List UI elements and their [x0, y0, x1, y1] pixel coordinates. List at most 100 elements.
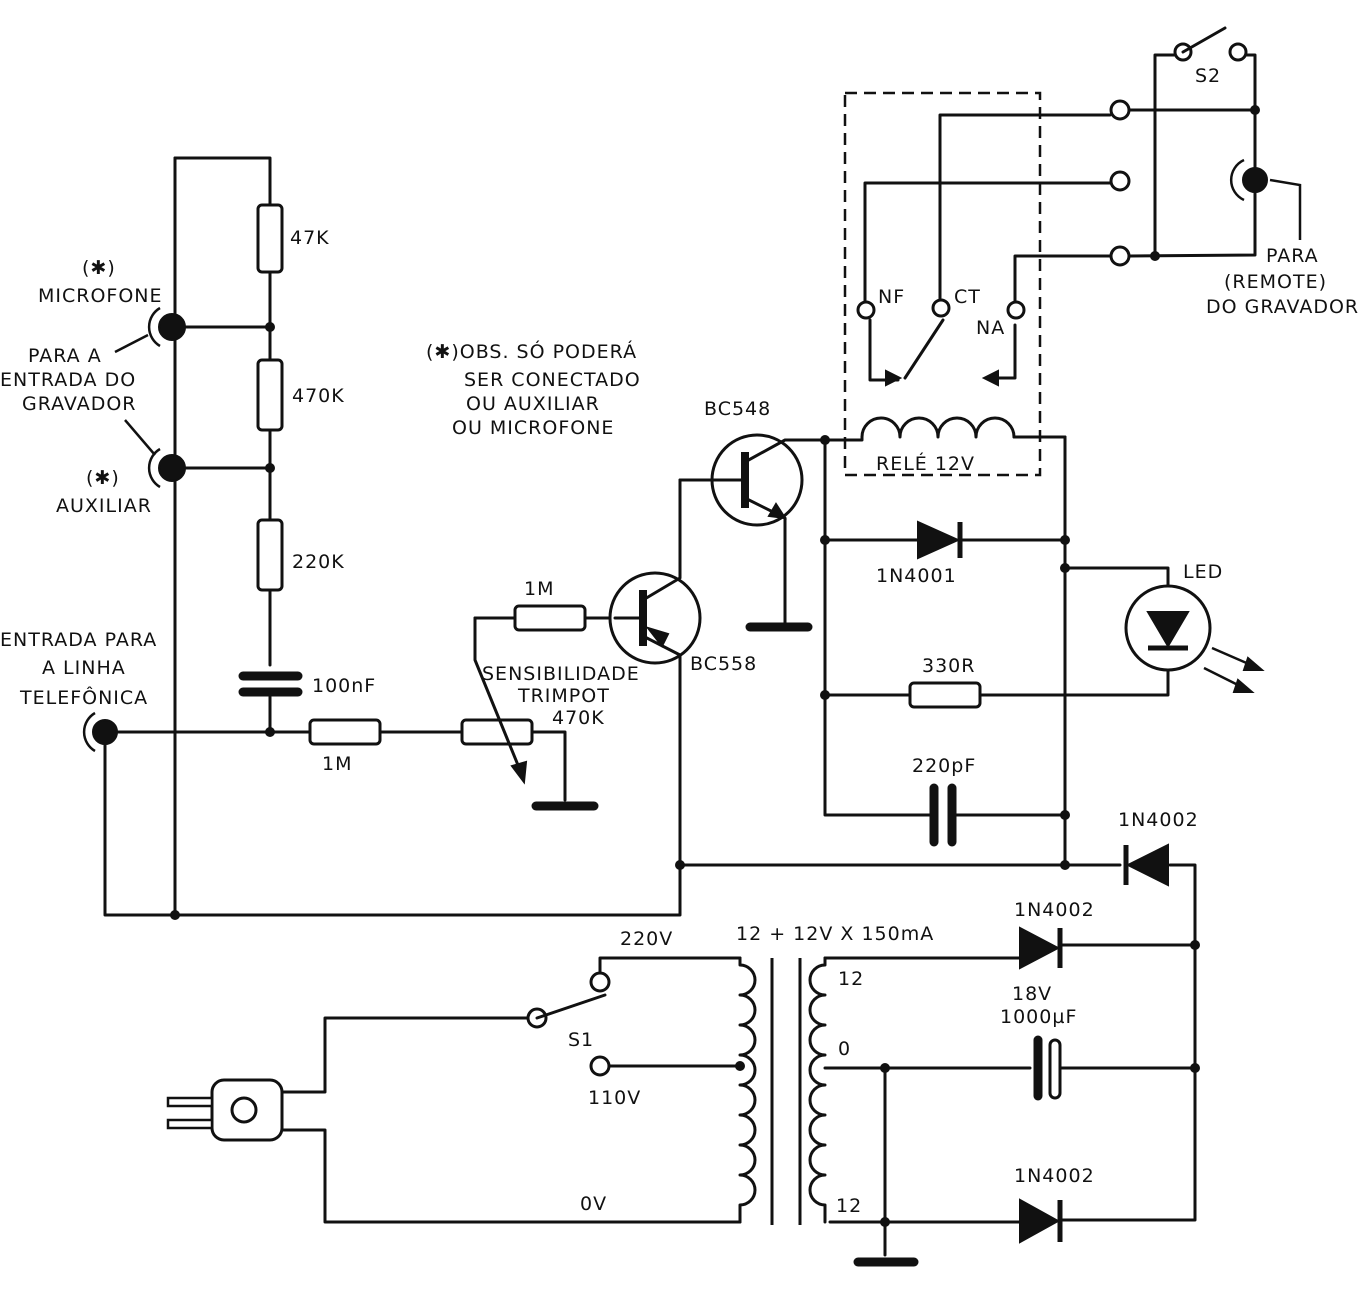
protection-network: [823, 435, 1170, 867]
auxiliar-note-marker: (✱): [86, 467, 120, 489]
junction-dot: [1060, 860, 1070, 870]
resistor-470k: [256, 358, 284, 432]
cap-voltage-label: 18V: [1012, 983, 1052, 1005]
v0-label: 0V: [580, 1193, 607, 1215]
c100nf-label: 100nF: [312, 675, 376, 697]
diode-1n4002-top: [1123, 843, 1169, 887]
label-pointer: [114, 333, 149, 354]
power-plug-icon: [166, 1078, 284, 1142]
jack-microfone-icon: [147, 306, 186, 348]
trimpot-label: TRIMPOT: [517, 685, 610, 707]
junction-dot: [265, 322, 275, 332]
microfone-label: MICROFONE: [38, 285, 163, 307]
r470k-label: 470K: [292, 385, 345, 407]
resistor-47k: [256, 203, 284, 274]
switch-s2: [1128, 26, 1257, 258]
supply-wiring: [678, 863, 1197, 1257]
obs-line-3: OU AUXILIAR: [466, 393, 600, 415]
jack-linha-icon: [82, 711, 118, 753]
a-linha-label: A LINHA: [42, 657, 126, 679]
obs-line-4: OU MICROFONE: [452, 417, 614, 439]
jack-auxiliar-icon: [147, 447, 186, 489]
rele-label: RELÉ 12V: [876, 452, 975, 475]
nf-label: NF: [878, 286, 905, 308]
junction-dot: [1150, 251, 1160, 261]
trimpot-value-label: 470K: [552, 707, 605, 729]
switch-s1: [526, 971, 611, 1077]
s1-label: S1: [568, 1029, 594, 1051]
obs-line-1: (✱)OBS. SÓ PODERÁ: [426, 339, 637, 363]
junction-dot: [1190, 1063, 1200, 1073]
remote-terminal: [1109, 99, 1131, 121]
v220-label: 220V: [620, 928, 673, 950]
jack-remote-icon: [1229, 108, 1302, 240]
label-pointer: [124, 419, 156, 456]
relay-coil: [823, 416, 1067, 442]
junction-dot: [1060, 563, 1070, 573]
junction-dot: [265, 727, 275, 737]
trimpot-arrow-icon: [510, 760, 528, 785]
d1n4002-bottom-label: 1N4002: [1014, 1165, 1095, 1187]
cap-value-label: 1000µF: [1000, 1006, 1077, 1028]
resistor-1m-input: [308, 718, 382, 746]
transistor-bc548: [678, 433, 827, 627]
telefonica-label: TELEFÔNICA: [19, 685, 148, 709]
gravador-label: GRAVADOR: [22, 393, 137, 415]
junction-dot: [880, 1063, 890, 1073]
r220k-label: 220K: [292, 551, 345, 573]
r330r-label: 330R: [922, 655, 975, 677]
d1n4002-top-label: 1N4002: [1118, 809, 1199, 831]
para-a-label: PARA A: [28, 345, 102, 367]
remote-terminal: [1109, 245, 1131, 267]
capacitor-100nf: [238, 671, 303, 697]
diode-1n4002-bottom: [1019, 1198, 1063, 1244]
ct-label: CT: [954, 286, 981, 308]
s2-label: S2: [1195, 65, 1221, 87]
resistor-1m-base: [513, 604, 587, 632]
junction-dot: [1060, 535, 1070, 545]
resistor-220k: [256, 518, 284, 592]
transformer-label: 12 + 12V X 150mA: [736, 923, 934, 945]
led-label: LED: [1183, 561, 1223, 583]
para-remote-line-3: DO GRAVADOR: [1206, 296, 1359, 318]
auxiliar-label: AUXILIAR: [56, 495, 152, 517]
relay-enclosure: [843, 91, 1042, 477]
diode-1n4001: [917, 520, 963, 560]
bc558-label: BC558: [690, 653, 757, 675]
relay-terminal-nf: [856, 300, 876, 320]
capacitor-1000uf: [1033, 1035, 1062, 1101]
capacitor-220pf: [929, 783, 957, 847]
microfone-note-marker: (✱): [82, 257, 116, 279]
r1m-base-label: 1M: [524, 578, 554, 600]
relay-terminal-ct: [931, 298, 951, 318]
tap-12-top-label: 12: [838, 968, 864, 990]
junction-dot: [880, 1217, 890, 1227]
junction-dot: [820, 690, 830, 700]
junction-dot: [675, 860, 685, 870]
d1n4002-middle-label: 1N4002: [1014, 899, 1095, 921]
r1m-input-label: 1M: [322, 753, 352, 775]
r47k-label: 47K: [290, 227, 330, 249]
para-remote-line-1: PARA: [1266, 245, 1319, 267]
para-remote-line-2: (REMOTE): [1224, 271, 1327, 293]
entrada-para-label: ENTRADA PARA: [0, 629, 157, 651]
transformer: [738, 956, 827, 1225]
na-label: NA: [976, 317, 1005, 339]
obs-line-2: SER CONECTADO: [464, 369, 641, 391]
junction-dot: [1060, 810, 1070, 820]
transistor-bc558: [608, 478, 702, 665]
d1n4001-label: 1N4001: [876, 565, 957, 587]
junction-dot: [1190, 940, 1200, 950]
relay-terminal-na: [1006, 300, 1026, 320]
sensibilidade-label: SENSIBILIDADE: [482, 663, 640, 685]
trimpot-wiper: [473, 616, 522, 772]
junction-dot: [820, 535, 830, 545]
primary-wiring: [280, 956, 742, 1224]
trimpot-470k: [460, 718, 534, 746]
remote-terminal: [1109, 170, 1131, 192]
junction-dot: [170, 910, 180, 920]
bc548-label: BC548: [704, 398, 771, 420]
v110-label: 110V: [588, 1087, 641, 1109]
relay-contacts: [863, 113, 1112, 387]
